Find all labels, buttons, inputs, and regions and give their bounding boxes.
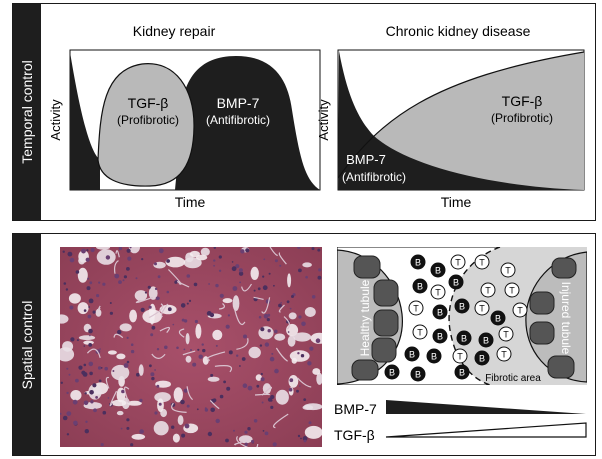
kidney-repair-bmp-label: BMP-7 <box>217 95 260 111</box>
ckd-tgf-role: (Profibrotic) <box>491 111 553 125</box>
kidney-repair-tgf-label: TGF-β <box>128 95 169 111</box>
kidney-histology-image <box>60 247 322 447</box>
kidney-repair-xlabel: Time <box>175 194 206 210</box>
kidney-repair-bmp-role: (Antifibrotic) <box>206 113 270 127</box>
tgf-beta-activity-curve <box>97 63 195 187</box>
ckd-plot: Chronic kidney disease TGF-β (Profibroti… <box>316 23 585 210</box>
kidney-repair-tgf-role: (Profibrotic) <box>117 113 179 127</box>
ckd-title: Chronic kidney disease <box>386 23 531 39</box>
ckd-bmp-label: BMP-7 <box>346 152 386 167</box>
ckd-tgf-curve <box>337 51 585 179</box>
histology-texture <box>60 247 322 447</box>
ckd-ylabel: Activity <box>316 99 331 141</box>
temporal-sidebar: Temporal control <box>13 4 41 220</box>
kidney-repair-plot: Kidney repair TGF-β (Profibrotic) BMP-7 … <box>48 23 321 210</box>
spatial-control-label: Spatial control <box>19 300 35 389</box>
ckd-bmp-role: (Antifibrotic) <box>342 170 406 184</box>
kidney-repair-ylabel: Activity <box>48 99 63 141</box>
kidney-repair-title: Kidney repair <box>133 23 216 39</box>
spatial-sidebar: Spatial control <box>13 234 41 455</box>
kidney-repair-initial-bmp <box>70 52 100 190</box>
ckd-xlabel: Time <box>441 194 472 210</box>
bmp7-activity-curve <box>175 56 320 190</box>
ckd-bmp-area <box>338 51 584 190</box>
ckd-tgf-label: TGF-β <box>502 93 543 109</box>
